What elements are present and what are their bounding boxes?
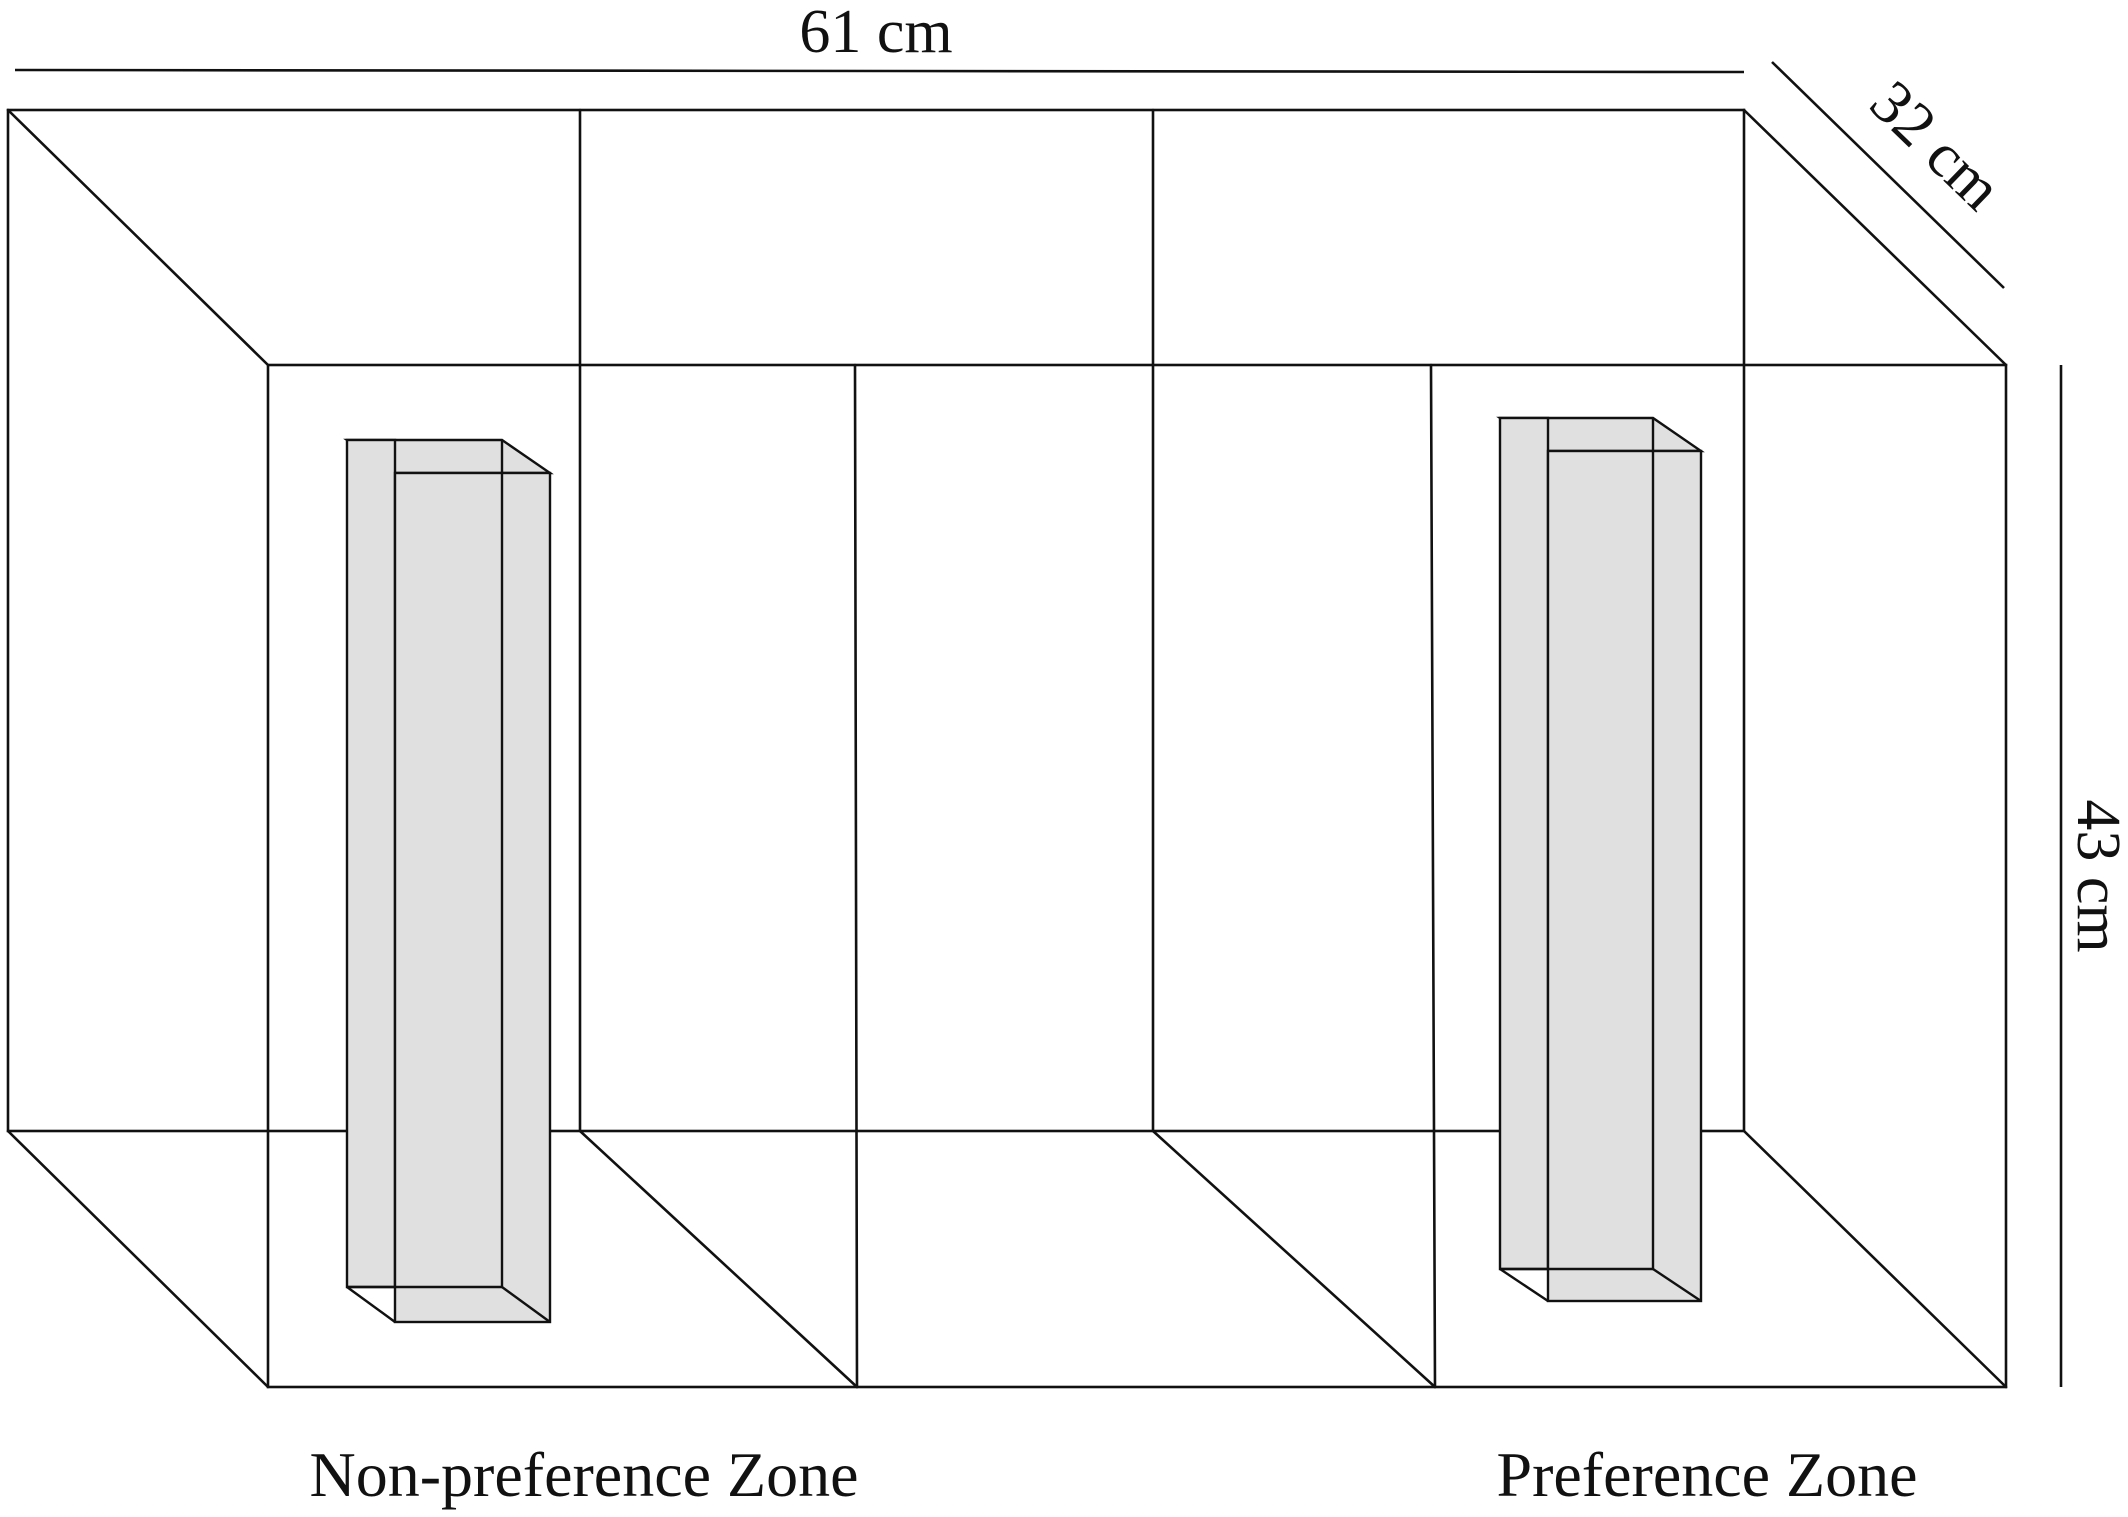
left-cylinder — [343, 438, 554, 1324]
dimension-height: 43 cm — [2059, 365, 2128, 1387]
width-label: 61 cm — [799, 0, 952, 66]
right-cylinder — [1496, 416, 1705, 1303]
height-label: 43 cm — [2064, 799, 2128, 952]
non-preference-zone-label: Non-preference Zone — [310, 1439, 859, 1510]
tank-back-face — [6, 108, 1746, 1133]
preference-zone-label: Preference Zone — [1496, 1439, 1917, 1510]
tank-depth-edges — [6, 108, 2008, 1389]
depth-label: 32 cm — [1857, 68, 2014, 223]
dimension-width: 61 cm — [14, 0, 1745, 74]
tank-front-face — [266, 363, 2008, 1389]
